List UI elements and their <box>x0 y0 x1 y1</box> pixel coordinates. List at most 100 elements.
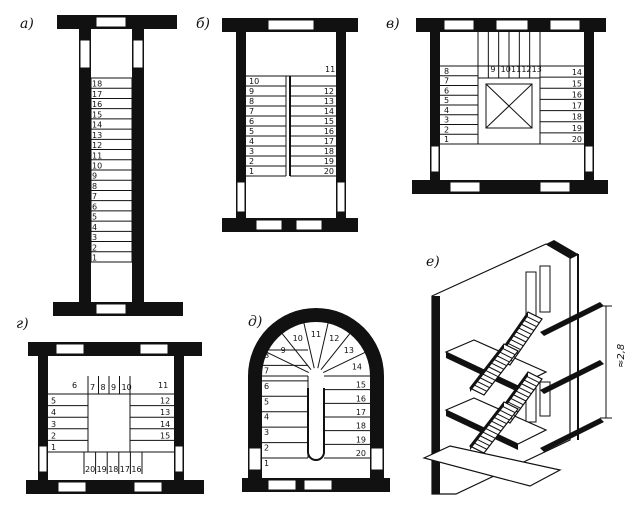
panel-d-step-number: 14 <box>352 363 362 372</box>
panel-a-right-wall <box>132 29 144 302</box>
panel-e-flight-2-step <box>478 376 493 385</box>
panel-e-flight-2-stringer <box>470 344 504 392</box>
panel-d-step-number: 19 <box>356 435 366 444</box>
panel-e-label: е) <box>426 254 440 270</box>
panel-e-window-2 <box>539 265 551 313</box>
panel-d-left-window <box>248 447 262 471</box>
panel-d-right-window <box>370 447 384 471</box>
panel-b-step-number: 12 <box>324 87 334 96</box>
panel-e-flight-4-step <box>486 423 502 432</box>
panel-e-window-4 <box>539 381 551 417</box>
panel-d-tread-radial <box>317 323 329 369</box>
panel-v-step-number: 19 <box>572 124 582 133</box>
panel-g-label: г) <box>16 316 29 332</box>
panel-e-floor <box>422 445 562 487</box>
panel-e-flight-4-step <box>498 408 513 417</box>
panel-e-flight-1-step <box>519 323 535 331</box>
panel-d-step-number: 7 <box>264 366 269 375</box>
panel-a-step-number: 16 <box>92 100 102 109</box>
panel-g-step-number: 2 <box>51 431 56 440</box>
panel-e-flights <box>469 311 543 454</box>
panel-v-top-window-left <box>443 19 475 31</box>
panel-d-step-number: 3 <box>264 428 269 437</box>
panel-e-flight-4-step <box>475 438 490 447</box>
panel-d-newel <box>307 388 325 461</box>
panel-g-step-number: 10 <box>122 383 132 392</box>
panel-e-flight-2-step <box>486 365 502 374</box>
panel-v-step-number: 17 <box>572 102 582 111</box>
panel-e-flight-4-step <box>492 416 507 425</box>
panel-e-flight-3-step <box>506 400 521 409</box>
panel-b-step-number: 6 <box>249 117 254 126</box>
panel-v-label: в) <box>386 16 400 32</box>
panel-a-step-number: 18 <box>92 80 102 89</box>
panel-a-step-number: 7 <box>92 192 97 201</box>
panel-g-step-number: 13 <box>160 408 170 417</box>
panel-e-flight-1-step <box>509 338 524 347</box>
panel-e-flight-1-step <box>514 330 529 339</box>
panel-e-dimension-label: ≈2,8 <box>616 344 627 368</box>
panel-e-flight-4-step <box>478 434 493 443</box>
panel-d-step-number: 17 <box>356 408 366 417</box>
panel-b-step-number: 13 <box>324 97 334 106</box>
panel-a-step-number: 5 <box>92 213 97 222</box>
panel-v-step-number: 2 <box>444 125 449 134</box>
panel-v-step-number: 10 <box>501 65 511 74</box>
panel-b-bottom-wall <box>222 218 358 232</box>
panel-d-tread-radial <box>320 333 351 371</box>
panel-d-step-number: 15 <box>356 381 366 390</box>
panel-e-flight-3-step <box>522 378 537 387</box>
panel-b-top-window <box>267 19 315 31</box>
panel-e-flight-4-step <box>489 419 505 428</box>
panel-g-step-number: 9 <box>111 383 116 392</box>
panel-d-bottom-window-left <box>267 479 297 491</box>
panel-g-top-wall <box>28 342 202 356</box>
panel-e-flight-1-step <box>522 319 537 328</box>
panel-e-flight-3-step <box>519 382 535 391</box>
panel-b-step-number: 10 <box>249 77 259 86</box>
panel-e-flight-3-step <box>509 397 524 406</box>
panel-d-step-number: 1 <box>264 459 269 468</box>
panel-g-step-number: 19 <box>97 465 107 474</box>
panel-v-left-window <box>430 145 440 173</box>
panel-g-bottom-window-left <box>57 481 87 493</box>
panel-g-step-number: 20 <box>85 465 95 474</box>
panel-g-left-wall <box>38 356 48 480</box>
panel-v-top-window-right <box>549 19 581 31</box>
panel-d-step-number: 16 <box>356 394 366 403</box>
panel-e-wall-top <box>546 240 578 258</box>
panel-e: е) ≈2,8 <box>422 240 627 495</box>
panel-d-step-number: 11 <box>311 330 321 339</box>
panel-e-slab-1 <box>540 302 604 336</box>
panel-d-bottom-window-right <box>303 479 333 491</box>
panel-b-left-window <box>236 181 246 213</box>
panel-a-step-number: 17 <box>92 90 102 99</box>
panel-e-flight-3-step <box>517 386 532 395</box>
panel-e-window-1 <box>525 271 537 319</box>
panel-a-step-number: 6 <box>92 202 97 211</box>
panel-b-step-number: 7 <box>249 107 254 116</box>
panel-e-flight-2-step <box>498 350 513 359</box>
panel-g-step-number: 8 <box>101 383 106 392</box>
panel-v-step-number: 1 <box>444 135 449 144</box>
panel-a-step-number: 3 <box>92 233 97 242</box>
panel-v-step-number: 12 <box>521 65 531 74</box>
panel-a-right-window <box>132 39 144 69</box>
panel-d-label: д) <box>248 314 262 330</box>
panel-b-step-number: 1 <box>249 167 254 176</box>
panel-g-step-6: 6 <box>72 381 77 390</box>
panel-a-step-number: 2 <box>92 243 97 252</box>
panel-d-step-number: 13 <box>344 346 354 355</box>
panel-d-tread-radial <box>281 333 312 371</box>
panel-d-tread-radial <box>303 323 315 369</box>
panel-v-step-number: 4 <box>444 106 449 115</box>
panel-e-flight-4-step <box>495 412 510 421</box>
panel-e-flight-4-stringer <box>470 402 504 450</box>
panel-a-top-window <box>95 16 127 28</box>
